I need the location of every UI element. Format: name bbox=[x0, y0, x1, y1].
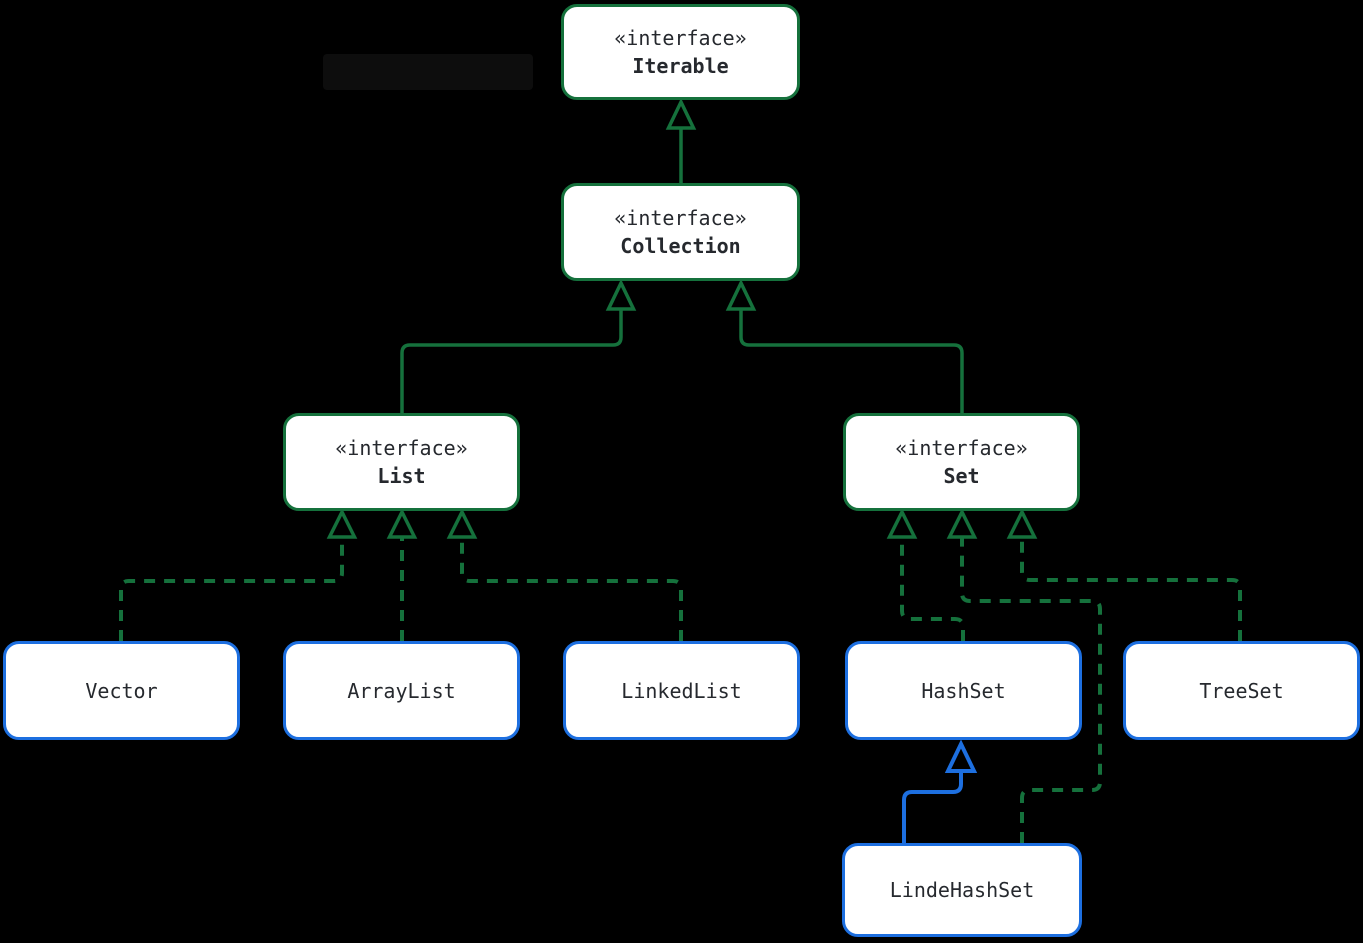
edge-treeset-implements-set bbox=[1020, 538, 1242, 641]
linkedlist-name: LinkedList bbox=[621, 678, 742, 703]
edge-list-extends-collection bbox=[400, 310, 623, 413]
node-iterable: «interface» Iterable bbox=[561, 4, 800, 100]
node-set: «interface» Set bbox=[843, 413, 1080, 511]
node-hashset: HashSet bbox=[845, 641, 1082, 740]
iterable-stereotype: «interface» bbox=[614, 26, 747, 50]
node-lindehashset: LindeHashSet bbox=[842, 843, 1082, 937]
lindehashset-name: LindeHashSet bbox=[889, 878, 1035, 902]
arrowhead-set-middle bbox=[946, 508, 978, 539]
arraylist-name: ArrayList bbox=[347, 678, 456, 703]
treeset-name: TreeSet bbox=[1199, 678, 1284, 703]
arrowhead-list-left bbox=[326, 508, 358, 539]
edge-lindehashset-extends-hashset bbox=[902, 772, 963, 843]
arrowhead-list-middle bbox=[386, 508, 418, 539]
collection-stereotype: «interface» bbox=[614, 206, 747, 230]
edge-linkedlist-implements-list bbox=[460, 538, 683, 641]
node-arraylist: ArrayList bbox=[283, 641, 520, 740]
edge-lindehashset-implements-set bbox=[960, 538, 1102, 843]
edge-hashset-implements-set bbox=[900, 538, 965, 641]
node-linkedlist: LinkedList bbox=[563, 641, 800, 740]
arrowhead-iterable bbox=[665, 97, 697, 130]
node-list: «interface» List bbox=[283, 413, 520, 511]
edge-set-extends-collection bbox=[739, 310, 964, 413]
collection-name: Collection bbox=[620, 234, 741, 258]
arrowhead-hashset bbox=[944, 739, 978, 773]
arrowhead-collection-right bbox=[725, 278, 757, 311]
set-name: Set bbox=[943, 464, 980, 488]
iterable-name: Iterable bbox=[632, 54, 729, 78]
node-treeset: TreeSet bbox=[1123, 641, 1360, 740]
list-stereotype: «interface» bbox=[335, 436, 468, 460]
vector-name: Vector bbox=[85, 678, 158, 703]
node-vector: Vector bbox=[3, 641, 240, 740]
arrowhead-set-right bbox=[1006, 508, 1038, 539]
arrowhead-set-left bbox=[886, 508, 918, 539]
hashset-name: HashSet bbox=[921, 678, 1006, 703]
list-name: List bbox=[377, 464, 426, 488]
background-artifact bbox=[323, 54, 533, 90]
set-stereotype: «interface» bbox=[895, 436, 1028, 460]
node-collection: «interface» Collection bbox=[561, 183, 800, 281]
arrowhead-collection-left bbox=[605, 278, 637, 311]
arrowhead-list-right bbox=[446, 508, 478, 539]
edge-vector-implements-list bbox=[119, 538, 344, 641]
